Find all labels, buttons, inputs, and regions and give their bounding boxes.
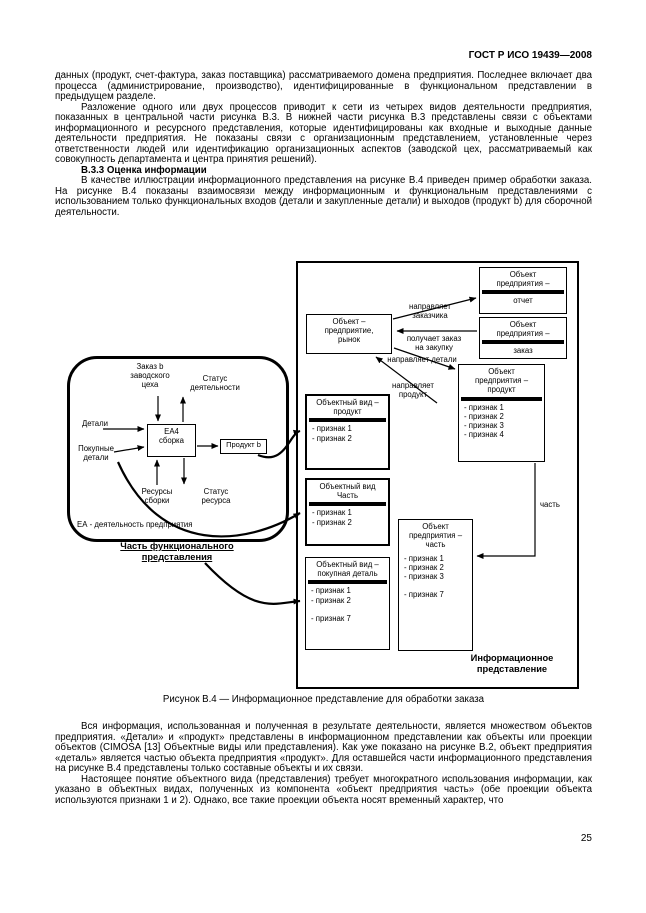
paragraph: данных (продукт, счет-фактура, заказ пос… bbox=[55, 70, 592, 102]
body-text-bottom: Вся информация, использованная и получен… bbox=[55, 721, 592, 806]
divider-bar bbox=[308, 580, 387, 585]
resource-status-label: Статус ресурса bbox=[201, 487, 231, 506]
functional-view-label: Часть функционального представления bbox=[120, 541, 234, 562]
figure-caption: Рисунок В.4 — Информационное представлен… bbox=[162, 694, 485, 705]
resources-label: Ресурсы сборки bbox=[141, 487, 173, 506]
arrow-label-receives-order: получает заказ на закупку bbox=[406, 334, 462, 353]
paragraph: Разложение одного или двух процессов при… bbox=[55, 101, 592, 165]
section-heading: В.3.3 Оценка информации bbox=[81, 164, 207, 176]
divider-bar bbox=[461, 396, 542, 401]
parts-input-label: Детали bbox=[81, 419, 109, 428]
divider-bar bbox=[482, 340, 564, 345]
informational-view-label: Информационное представление bbox=[470, 653, 554, 674]
arrow-label-sends-parts: направляет детали bbox=[387, 355, 457, 364]
activity-status-label: Статус деятельности bbox=[190, 374, 240, 393]
divider-bar bbox=[309, 502, 386, 507]
arrow-label-part: часть bbox=[540, 500, 560, 509]
arrow-label-sends-customer: направляет заказчика bbox=[409, 302, 451, 321]
ea-note: ЕА - деятельность предприятия bbox=[77, 520, 193, 529]
paragraph: Вся информация, использованная и получен… bbox=[55, 721, 592, 774]
body-text-top: данных (продукт, счет-фактура, заказ пос… bbox=[55, 70, 592, 218]
arrow-label-sends-product: направляет продукт bbox=[392, 381, 434, 400]
order-object-box: Объект предприятия – заказ bbox=[479, 317, 567, 359]
order-input-label: Заказ b заводского цеха bbox=[130, 362, 170, 390]
report-object-box: Объект предприятия – отчет bbox=[479, 267, 567, 314]
paragraph: В качестве иллюстрации информационного п… bbox=[55, 175, 592, 218]
part-object-box: Объект предприятия – часть - признак 1 -… bbox=[398, 519, 473, 651]
market-object-box: Объект – предприятие, рынок bbox=[306, 314, 392, 354]
object-view-purchased-part-box: Объектный вид – покупная деталь - призна… bbox=[305, 557, 390, 650]
enterprise-activity-box: ЕА4 сборка bbox=[147, 424, 196, 457]
divider-bar bbox=[309, 418, 386, 423]
product-b-box: Продукт b bbox=[220, 439, 267, 454]
page-number: 25 bbox=[580, 833, 592, 844]
page-header: ГОСТ Р ИСО 19439—2008 bbox=[468, 50, 592, 61]
product-object-box: Объект предприятия – продукт - признак 1… bbox=[458, 364, 545, 462]
divider-bar bbox=[482, 290, 564, 295]
object-view-product-box: Объектный вид – продукт - признак 1 - пр… bbox=[305, 394, 390, 470]
purchased-parts-label: Покупные детали bbox=[78, 444, 114, 463]
object-view-part-box: Объектный вид Часть - признак 1 - призна… bbox=[305, 478, 390, 546]
paragraph: Настоящее понятие объектного вида (предс… bbox=[55, 773, 592, 806]
